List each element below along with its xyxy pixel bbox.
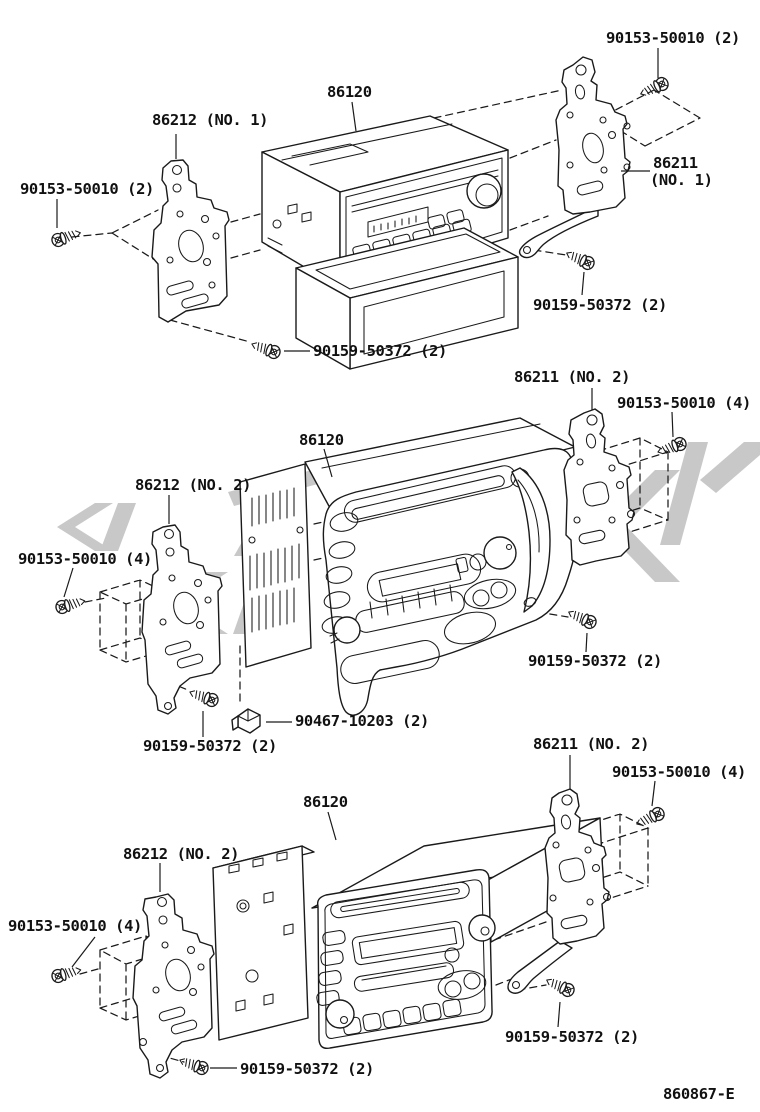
document-code: 860867-E: [663, 1085, 735, 1103]
part-label-86211-no1-a1-line1: 86211: [653, 154, 698, 172]
part-label-90153-50010-a2-left: 90153-50010 (4): [18, 550, 152, 568]
part-label-90159-50372-a1-right: 90159-50372 (2): [533, 296, 667, 314]
mounting-sleeve-a3: [212, 845, 315, 1041]
part-label-86212-no2-a3: 86212 (NO. 2): [123, 845, 240, 863]
part-label-90153-50010-a3-left: 90153-50010 (4): [8, 917, 142, 935]
retainer-clip-icon: [231, 708, 261, 734]
part-label-90153-50010-a1-top-right: 90153-50010 (2): [606, 29, 740, 47]
bracket-86211-a2: [563, 408, 636, 566]
part-label-86212-no1-a1: 86212 (NO. 1): [152, 111, 269, 129]
part-label-90153-50010-a2-right: 90153-50010 (4): [617, 394, 751, 412]
bracket-86212-a2: [141, 524, 223, 715]
screw-icon: [49, 962, 84, 985]
part-label-86211-no1-a1-line2: (NO. 1): [650, 171, 713, 189]
part-label-90159-50372-a3-right: 90159-50372 (2): [505, 1028, 639, 1046]
bracket-86211-a1: [518, 56, 631, 259]
bracket-86212-a3: [132, 893, 215, 1079]
part-label-86120-a3: 86120: [303, 793, 348, 811]
trim-side-flange-a2: [511, 467, 551, 613]
leader-lines-a3: [71, 755, 656, 1069]
screw-icon: [53, 593, 88, 616]
part-label-86211-no2-a3: 86211 (NO. 2): [533, 735, 650, 753]
radio-unit-86120-a1: [261, 115, 509, 289]
part-label-86212-no2-a2: 86212 (NO. 2): [135, 476, 252, 494]
assembly-1: [49, 48, 701, 370]
leader-lines-a2: [63, 388, 674, 737]
part-label-86120-a1: 86120: [327, 83, 372, 101]
part-label-86211-no2-a2: 86211 (NO. 2): [514, 368, 631, 386]
bracket-86211-a3: [507, 788, 612, 994]
screw-icon: [633, 804, 667, 831]
assembly-3: [49, 755, 667, 1079]
part-label-86120-a2: 86120: [299, 431, 344, 449]
part-label-90159-50372-a3-bottom: 90159-50372 (2): [240, 1060, 374, 1078]
bracket-86212-a1: [151, 159, 230, 323]
screw-icon: [543, 973, 577, 1000]
assembly-1-alignment-lines: [71, 89, 701, 343]
leader-lines-a1: [56, 48, 659, 352]
radio-unit-86120-a3: [212, 817, 604, 1050]
screw-icon: [49, 225, 84, 249]
screw-icon: [177, 1053, 211, 1077]
part-label-90159-50372-a1-bottom: 90159-50372 (2): [313, 342, 447, 360]
screw-icon: [655, 435, 689, 459]
screw-icon: [565, 605, 599, 632]
radio-side-details-a1: [267, 203, 312, 254]
screw-icon: [187, 685, 221, 709]
storage-pocket-a1: [295, 227, 519, 370]
screw-icon: [563, 246, 597, 273]
part-label-90159-50372-a2-bottom: 90159-50372 (2): [143, 737, 277, 755]
front-panel-details-a3: [316, 881, 496, 1036]
part-label-90153-50010-a1-left: 90153-50010 (2): [20, 180, 154, 198]
trim-panel-details-a2: [321, 465, 530, 685]
assembly-2: [53, 388, 689, 737]
chassis-vents-a2: [248, 487, 304, 633]
part-label-90467-10203-a2: 90467-10203 (2): [295, 712, 429, 730]
part-label-90153-50010-a3-right: 90153-50010 (4): [612, 763, 746, 781]
radio-unit-86120-a2: [239, 417, 578, 716]
screw-icon: [249, 337, 283, 361]
part-label-90159-50372-a2-right: 90159-50372 (2): [528, 652, 662, 670]
